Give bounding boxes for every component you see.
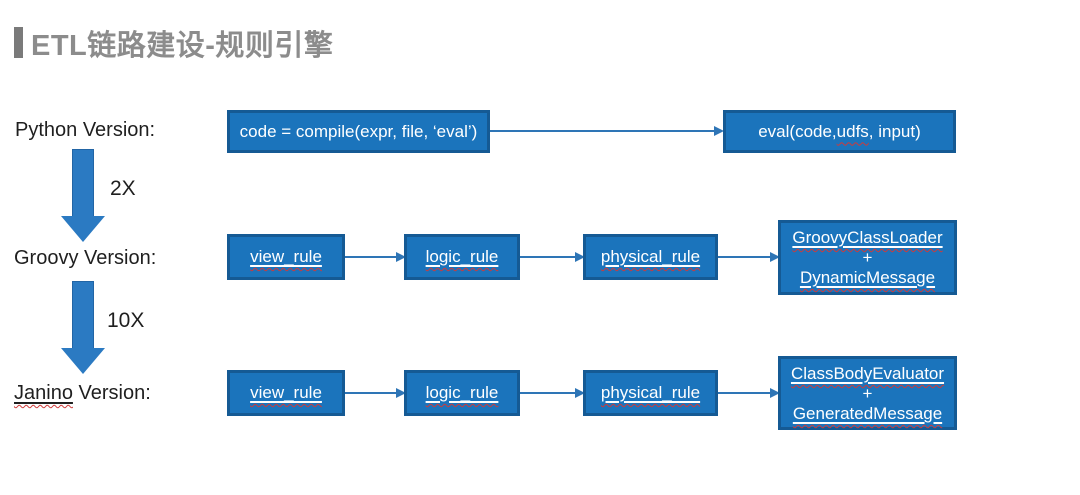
connector-arrow: [345, 388, 406, 398]
groovy-classloader-text: GroovyClassLoader: [792, 228, 943, 247]
groovy-version-label: Groovy Version:: [14, 247, 157, 269]
janino-label-rest: Version:: [72, 382, 151, 404]
eval-text-post: , input): [868, 121, 921, 141]
connector-arrow: [718, 252, 780, 262]
janino-logic-rule-box: logic_rule: [404, 370, 520, 416]
janino-version-label: Janino Version:: [14, 380, 151, 407]
groovy-view-rule-text: view_rule: [250, 247, 322, 266]
plus-sign: +: [862, 248, 873, 267]
eval-text-udfs: udfs: [836, 121, 869, 141]
connector-arrow: [520, 388, 585, 398]
title-accent-bar: [14, 27, 23, 58]
groovy-logic-rule-box: logic_rule: [404, 234, 520, 280]
janino-logic-rule-text: logic_rule: [425, 383, 499, 402]
connector-arrow-compile-to-eval: [490, 126, 724, 136]
groovy-result-box: GroovyClassLoader + DynamicMessage: [778, 220, 957, 295]
page-title: ETL链路建设-规则引擎: [31, 30, 334, 62]
compile-box: code = compile(expr, file, ‘eval’): [227, 110, 490, 153]
python-version-label: Python Version:: [15, 119, 156, 141]
down-arrow-head: [61, 216, 105, 242]
janino-result-box: ClassBodyEvaluator + GeneratedMessage: [778, 356, 957, 430]
dynamic-message-text: DynamicMessage: [799, 268, 936, 287]
classbody-evaluator-text: ClassBodyEvaluator: [790, 364, 945, 383]
down-arrow-groovy-to-janino: [61, 281, 105, 374]
down-arrow-python-to-groovy: [61, 149, 105, 242]
eval-text-pre: eval(code,: [758, 121, 837, 141]
down-arrow-shaft: [72, 149, 94, 217]
janino-view-rule-box: view_rule: [227, 370, 345, 416]
speedup-label-10x: 10X: [107, 309, 145, 332]
plus-sign: +: [862, 384, 873, 403]
connector-arrow: [520, 252, 585, 262]
generated-message-text: GeneratedMessage: [792, 404, 943, 423]
janino-word: Janino: [14, 382, 73, 404]
down-arrow-shaft: [72, 281, 94, 349]
connector-arrow: [718, 388, 780, 398]
groovy-physical-rule-text: physical_rule: [600, 247, 701, 266]
janino-physical-rule-box: physical_rule: [583, 370, 718, 416]
groovy-logic-rule-text: logic_rule: [425, 247, 499, 266]
groovy-view-rule-box: view_rule: [227, 234, 345, 280]
janino-view-rule-text: view_rule: [250, 383, 322, 402]
eval-box: eval(code, udfs, input): [723, 110, 956, 153]
groovy-physical-rule-box: physical_rule: [583, 234, 718, 280]
speedup-label-2x: 2X: [110, 177, 136, 200]
janino-physical-rule-text: physical_rule: [600, 383, 701, 402]
down-arrow-head: [61, 348, 105, 374]
connector-arrow: [345, 252, 406, 262]
